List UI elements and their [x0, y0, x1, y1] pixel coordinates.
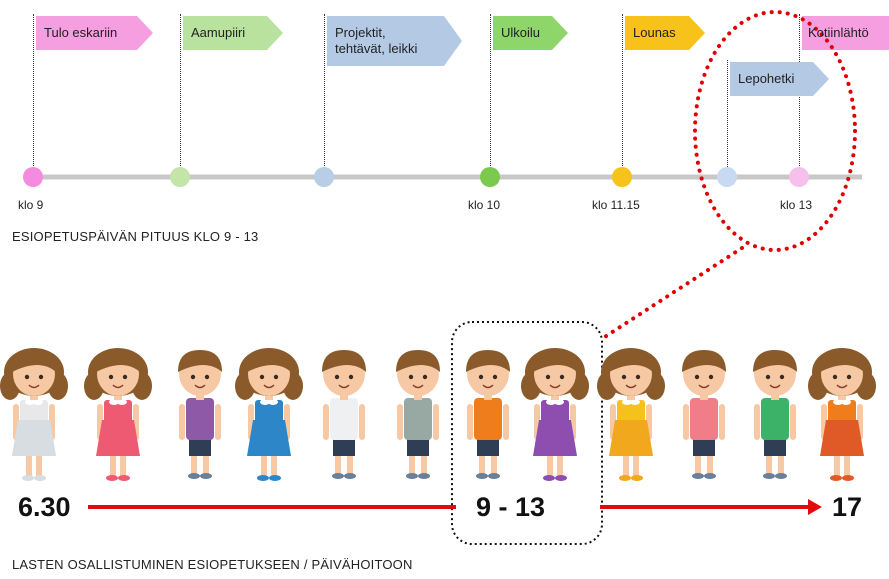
child-boy-figure [178, 350, 222, 479]
highlight-connector [598, 246, 744, 342]
arrow-head-icon [808, 499, 822, 515]
child-girl-figure [235, 348, 303, 481]
child-boy-figure [466, 350, 510, 479]
child-girl-figure [521, 348, 589, 481]
child-girl-figure [0, 348, 68, 481]
highlight-ellipse [693, 10, 857, 252]
timeline-dot-projektit [314, 167, 334, 187]
event-flag-shape-aamupiiri [183, 16, 283, 50]
event-connector-1 [33, 14, 34, 174]
child-girl-figure [84, 348, 152, 481]
timeline-dot-klo10 [480, 167, 500, 187]
child-girl-figure [808, 348, 876, 481]
time-label-klo1115: klo 11.15 [592, 198, 640, 212]
child-boy-figure [396, 350, 440, 479]
event-flag-shape-kotiinlahto [802, 16, 889, 50]
time-label-klo13: klo 13 [780, 198, 813, 212]
time-label-klo9: klo 9 [18, 198, 44, 212]
event-tulo-eskariin: Tulo eskariin [36, 16, 136, 50]
child-boy-figure [753, 350, 797, 479]
event-flag-shape-lepohetki [730, 62, 829, 96]
child-girl-figure [597, 348, 665, 481]
end-time: 17 [832, 492, 863, 522]
event-lepohetki: Lepohetki [730, 62, 820, 96]
time-label-klo10: klo 10 [468, 198, 501, 212]
event-flag-shape-tulo [36, 16, 153, 50]
event-connector-6 [727, 60, 728, 175]
children-row [0, 348, 876, 481]
event-label: Lounas [633, 25, 676, 40]
event-projektit: Projektit, tehtävät, leikki [327, 16, 447, 66]
event-label: Ulkoilu [501, 25, 541, 40]
event-flag-shape-ulkoilu [493, 16, 568, 50]
timeline-dot-klo1115 [612, 167, 632, 187]
school-hours-box [451, 321, 603, 545]
event-aamupiiri: Aamupiiri [183, 16, 273, 50]
event-label: Kotiinlähtö [808, 25, 869, 40]
start-time: 6.30 [18, 492, 71, 522]
child-boy-figure [322, 350, 366, 479]
event-connector-4 [490, 14, 491, 174]
event-connector-5 [622, 14, 623, 174]
timeline-caption: ESIOPETUSPÄIVÄN PITUUS KLO 9 - 13 [12, 229, 259, 244]
event-ulkoilu: Ulkoilu [493, 16, 558, 50]
event-lounas: Lounas [625, 16, 695, 50]
attendance-caption: LASTEN OSALLISTUMINEN ESIOPETUKSEEN / PÄ… [12, 557, 413, 572]
event-connector-2 [180, 14, 181, 174]
school-hours: 9 - 13 [476, 492, 546, 522]
event-label: Projektit, tehtävät, leikki [335, 25, 418, 56]
timeline-dot-lepohetki [717, 167, 737, 187]
event-flag-shape-projektit [327, 16, 462, 66]
event-label: Tulo eskariin [44, 25, 118, 40]
event-flag-shape-lounas [625, 16, 705, 50]
timeline-dot-klo9 [23, 167, 43, 187]
event-label: Lepohetki [738, 71, 795, 86]
child-boy-figure [682, 350, 726, 479]
timeline-dot-aamupiiri [170, 167, 190, 187]
timeline-dot-klo13 [789, 167, 809, 187]
event-kotiinlahto: Kotiinlähtö [802, 16, 889, 50]
event-label: Aamupiiri [191, 25, 246, 40]
event-connector-3 [324, 14, 325, 174]
